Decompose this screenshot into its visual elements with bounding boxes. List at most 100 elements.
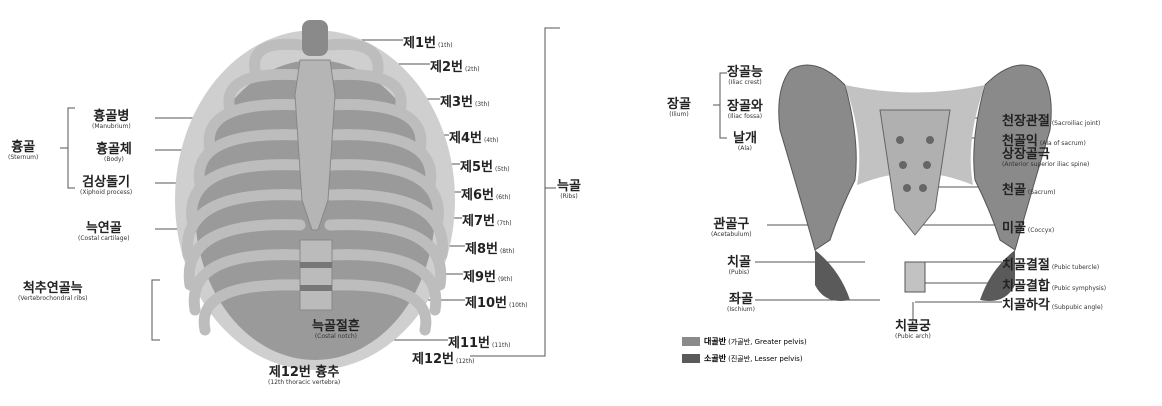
ribs-group-ko: 늑골 [557,179,581,194]
asis-label: 상장골극(Anterior superior iliac spine) [1002,148,1089,168]
greater-pelvis-ko: 대골반 [704,337,727,346]
lesser-pelvis-en: Lesser pelvis) [754,354,803,363]
rib-11-label: 제11번(11th) [448,334,511,350]
iliac-fossa-en: (Iliac fossa) [727,113,763,120]
ribs-group-label: 늑골 (Ribs) [557,180,581,200]
rib-9-ko: 제9번 [463,270,496,285]
ala-sacrum-ko: 천골익 [1002,134,1038,149]
rib-5-en: (5th) [494,166,510,173]
sternum-label: 흉골 (Sternum) [8,141,38,161]
rib-1-en: (1th) [437,42,453,49]
rib-9-en: (9th) [497,276,513,283]
ala-en: (Ala) [737,145,753,152]
pubic-symphysis-label: 치골결합(Pubic symphysis) [1002,277,1106,293]
subpubic-angle-en: (Subpubic angle) [1051,304,1103,311]
coccyx-ko: 미골 [1002,221,1026,236]
pubic-tubercle-en: (Pubic tubercle) [1051,264,1100,271]
legend-item-lesser-pelvis: 소골반 (진골반, Lesser pelvis) [682,353,807,364]
vertebrochondral-ko: 척추연골늑 [22,281,83,296]
ala-ko: 날개 [733,131,757,146]
rib-12-label: 제12번(12th) [412,350,475,366]
coccyx-label: 미골(Coccyx) [1002,219,1054,235]
iliac-fossa-label: 장골와 (Iliac fossa) [727,100,763,120]
iliac-crest-ko: 장골능 [727,65,763,80]
rib-12-ko: 제12번 [412,352,455,367]
rib-1-ko: 제1번 [403,36,436,51]
rib-4-ko: 제4번 [449,131,482,146]
ribcage-illustration [60,20,560,370]
rib-6-en: (6th) [495,194,511,201]
pubic-symphysis-ko: 치골결합 [1002,279,1050,294]
pubic-arch-ko: 치골궁 [895,319,931,334]
pubic-tubercle-label: 치골결절(Pubic tubercle) [1002,256,1099,272]
ribs-group-en: (Ribs) [560,193,578,200]
rib-10-ko: 제10번 [465,296,508,311]
pubis-ko: 치골 [727,255,751,270]
ilium-label: 장골 (Ilium) [667,98,691,118]
rib-5-label: 제5번(5th) [460,158,510,174]
sternum-en: (Sternum) [8,154,39,161]
asis-ko: 상장골극 [1002,147,1050,162]
pubis-en: (Pubis) [728,269,750,276]
lesser-pelvis-swatch [682,354,700,363]
sacroiliac-label: 천장관절(Sacroiliac joint) [1002,112,1100,128]
rib-8-en: (8th) [499,248,515,255]
greater-pelvis-en: Greater pelvis) [754,337,807,346]
rib-2-en: (2th) [464,66,480,73]
acetabulum-label: 관골구 (Acetabulum) [711,218,752,238]
acetabulum-ko: 관골구 [713,217,750,232]
rib-4-label: 제4번(4th) [449,129,499,145]
pelvis-illustration [713,64,1052,320]
rib-6-ko: 제6번 [461,188,494,203]
manubrium-label: 흉골병 (Manubrium) [92,110,131,130]
rib-7-label: 제7번(7th) [462,212,512,228]
rib-9-label: 제9번(9th) [463,268,513,284]
costal-notch-ko: 늑골절흔 [312,319,360,334]
sacrum-label: 천골(Sacrum) [1002,181,1056,197]
sacroiliac-ko: 천장관절 [1002,114,1050,129]
greater-pelvis-swatch [682,337,700,346]
costal-notch-en: (Costal notch) [314,333,358,340]
rib-10-label: 제10번(10th) [465,294,528,310]
rib-8-label: 제8번(8th) [465,240,515,256]
ilium-ko: 장골 [667,97,691,112]
ala-sacrum-label: 천골익(Ala of sacrum) [1002,132,1086,148]
manubrium-en: (Manubrium) [92,123,131,130]
coccyx-en: (Coccyx) [1027,227,1055,234]
ischium-ko: 좌골 [729,292,753,307]
pelvis-diagram: 장골 (Ilium) 장골능 (Iliac crest) 장골와 (Iliac … [665,0,1162,406]
body-label: 흉골체 (Body) [96,143,132,163]
rib-12-en: (12th) [456,358,475,365]
rib-11-ko: 제11번 [448,336,491,351]
subpubic-angle-ko: 치골하각 [1002,298,1050,313]
vertebrochondral-label: 척추연골늑 (Vertebrochondral ribs) [18,282,88,302]
vertebra12-label: 제12번 흉추 (12th thoracic vertebra) [268,366,340,386]
rib-4-en: (4th) [483,137,499,144]
pelvis-legend: 대골반 (가골반, Greater pelvis) 소골반 (진골반, Less… [682,336,807,370]
vertebrochondral-en: (Vertebrochondral ribs) [18,295,88,302]
manubrium-ko: 흉골병 [93,109,130,124]
iliac-fossa-ko: 장골와 [727,99,763,114]
xiphoid-label: 검상돌기 (Xiphoid process) [80,176,132,196]
lesser-pelvis-ko2: (진골반, [728,354,753,363]
rib-3-en: (3th) [474,101,490,108]
body-en: (Body) [104,156,124,163]
rib-10-en: (10th) [509,302,528,309]
rib-5-ko: 제5번 [460,160,493,175]
rib-7-en: (7th) [496,220,512,227]
vertebra12-en: (12th thoracic vertebra) [268,379,341,386]
costal-cartilage-label: 늑연골 (Costal cartilage) [78,222,130,242]
lesser-pelvis-ko: 소골반 [704,354,727,363]
body-ko: 흉골체 [96,142,132,157]
greater-pelvis-ko2: (가골반, [728,337,753,346]
costal-cartilage-ko: 늑연골 [85,221,122,236]
rib-1-label: 제1번(1th) [403,34,453,50]
rib-3-label: 제3번(3th) [440,93,490,109]
rib-2-label: 제2번(2th) [430,58,480,74]
rib-3-ko: 제3번 [440,95,473,110]
ribcage-diagram: 흉골 (Sternum) 흉골병 (Manubrium) 흉골체 (Body) … [8,20,581,386]
pubic-arch-en: (Pubic arch) [895,333,931,340]
pubic-symphysis-en: (Pubic symphysis) [1051,285,1107,292]
xiphoid-en: (Xiphoid process) [80,189,133,196]
rib-8-ko: 제8번 [465,242,498,257]
